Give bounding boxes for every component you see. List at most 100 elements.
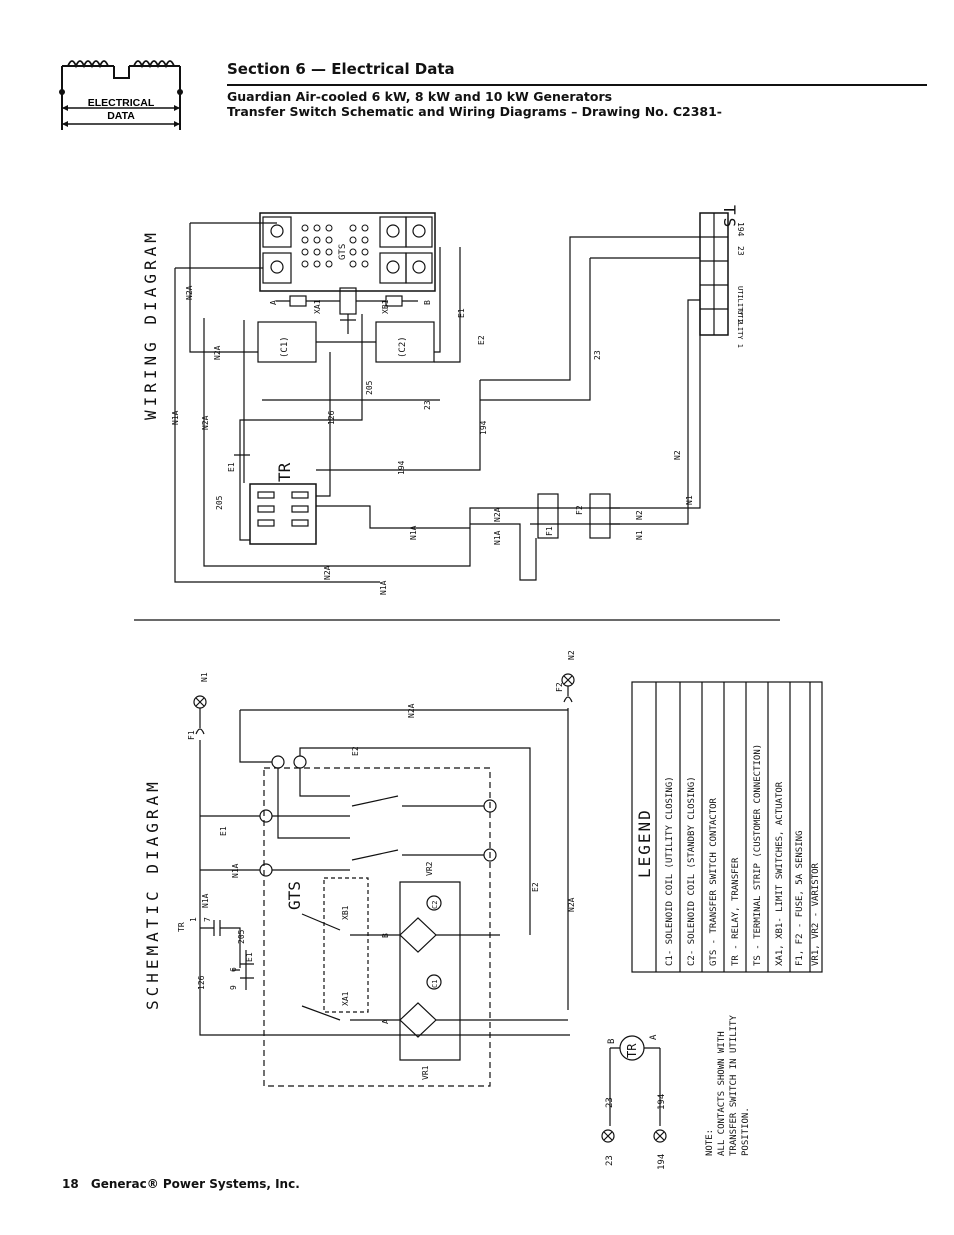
wire-label: N2A xyxy=(493,507,502,522)
note-line: ALL CONTACTS SHOWN WITH xyxy=(717,1031,727,1156)
schematic-title: SCHEMATIC DIAGRAM xyxy=(143,778,162,1010)
wire-label: N2A xyxy=(201,415,210,430)
logo-line1: ELECTRICAL xyxy=(88,97,155,109)
electrical-data-logo: ELECTRICAL DATA xyxy=(59,60,183,130)
tr-terminal-b: B xyxy=(607,1039,617,1044)
wire-label: N1 xyxy=(685,495,694,505)
wire-label: 205 xyxy=(365,380,374,395)
xb1-label: XB1 xyxy=(381,299,390,314)
coil-c2: (C2) xyxy=(398,336,408,358)
wiring-a-label: A xyxy=(269,300,278,305)
legend-item: XA1, XB1- LIMIT SWITCHES, ACTUATOR xyxy=(775,781,785,966)
schematic-label: 7 xyxy=(203,917,212,922)
wire-label: 194 xyxy=(479,420,488,435)
schematic-label: XA1 xyxy=(341,991,350,1006)
wire-label: N1A xyxy=(493,530,502,545)
wiring-b-label: B xyxy=(423,300,432,305)
wire-label: N2 xyxy=(673,450,682,460)
schematic-label: 6 xyxy=(229,967,238,972)
tr-term-194: 194 xyxy=(657,1154,667,1170)
note-line: POSITION. xyxy=(741,1107,751,1156)
schematic-label: C1 xyxy=(431,980,439,988)
schematic-label: 1 xyxy=(189,917,198,922)
wire-label: E2 xyxy=(477,335,486,345)
schematic-label: 126 xyxy=(197,975,206,990)
wire-label: 205 xyxy=(215,495,224,510)
wire-label: N1 xyxy=(635,530,644,540)
coil-c1: (C1) xyxy=(280,336,290,358)
schematic-label: N1A xyxy=(231,863,240,878)
legend-item: TR - RELAY, TRANSFER xyxy=(731,857,741,966)
wire-label: 23 xyxy=(423,400,432,410)
schematic-label: F1 xyxy=(187,730,196,740)
wiring-ts-label: TS xyxy=(720,205,739,230)
wire-label: N2A xyxy=(185,285,194,300)
schematic-label: B xyxy=(381,933,390,938)
schematic-label: A xyxy=(381,1019,390,1024)
page-footer: 18 Generac® Power Systems, Inc. xyxy=(62,1177,300,1191)
schematic-label: E2 xyxy=(531,882,540,892)
schematic-label: N1A xyxy=(201,893,210,908)
ts-row: 194 xyxy=(736,222,745,237)
ts-row: UTILITY 1 xyxy=(736,310,744,348)
legend-item: F1, F2 - FUSE, 5A SENSING xyxy=(795,831,805,966)
legend-item: GTS - TRANSFER SWITCH CONTACTOR xyxy=(709,797,719,966)
wire-label: 194 xyxy=(397,460,406,475)
fuse-f2-label: F2 xyxy=(575,505,584,515)
schematic-label: E1 xyxy=(245,952,254,962)
wire-label: E1 xyxy=(227,462,236,472)
tr-wire-23: 23 xyxy=(605,1097,615,1108)
xa1-label: XA1 xyxy=(313,299,322,314)
tr-wire-194: 194 xyxy=(657,1094,667,1110)
subtitle-drawing: Transfer Switch Schematic and Wiring Dia… xyxy=(227,104,722,119)
schematic-label: N2A xyxy=(567,897,576,912)
schematic-label: N1 xyxy=(200,672,209,682)
schematic-label: 205 xyxy=(237,929,246,944)
ts-row: UTILITY 2 xyxy=(736,286,744,324)
schematic-gts-label: GTS xyxy=(285,881,304,910)
schematic-label: N2A xyxy=(407,703,416,718)
schematic-label: VR2 xyxy=(425,861,434,876)
schematic-label: C2 xyxy=(431,901,439,909)
wire-label: N2 xyxy=(635,510,644,520)
tr-coil-label: TR xyxy=(625,1043,639,1058)
wiring-tr-label: TR xyxy=(275,462,294,482)
tr-term-23: 23 xyxy=(605,1155,615,1166)
legend-item: TS - TERMINAL STRIP (CUSTOMER CONNECTION… xyxy=(753,744,763,966)
note-line: NOTE: xyxy=(705,1129,715,1156)
wire-label: 23 xyxy=(593,350,602,360)
schematic-label: 9 xyxy=(229,985,238,990)
wire-label: N2A xyxy=(213,345,222,360)
schematic-label: TR xyxy=(177,922,186,932)
tr-terminal-a: A xyxy=(649,1034,659,1040)
wire-label: E1 xyxy=(457,308,466,318)
note-line: TRANSFER SWITCH IN UTILITY xyxy=(729,1015,739,1156)
schematic-label: VR1 xyxy=(421,1065,430,1080)
schematic-label: N2 xyxy=(567,650,576,660)
wire-label: 126 xyxy=(327,410,336,425)
schematic-label: E2 xyxy=(351,746,360,756)
wire-label: N2A xyxy=(323,565,332,580)
legend-item: C1- SOLENOID COIL (UTILITY CLOSING) xyxy=(665,776,675,966)
wire-label: N1A xyxy=(409,525,418,540)
wire-label: N1A xyxy=(171,410,180,425)
schematic-label: F2 xyxy=(555,682,564,692)
logo-line2: DATA xyxy=(107,110,135,122)
schematic-label: E1 xyxy=(219,826,228,836)
section-title: Section 6 — Electrical Data xyxy=(227,60,455,78)
fuse-f1-label: F1 xyxy=(545,526,554,536)
wiring-title: WIRING DIAGRAM xyxy=(141,229,160,420)
header-rule xyxy=(227,84,927,86)
wire-label: N1A xyxy=(379,580,388,595)
schematic-label: XB1 xyxy=(341,905,350,920)
legend-title: LEGEND xyxy=(635,808,654,878)
ts-row: 23 xyxy=(736,246,745,256)
company-name: Generac® Power Systems, Inc. xyxy=(90,1177,300,1191)
legend-item: VR1, VR2 - VARISTOR xyxy=(811,862,821,966)
section-header: Section 6 — Electrical Data xyxy=(227,60,927,84)
page-number: 18 xyxy=(62,1177,79,1191)
wiring-gts-label: GTS xyxy=(338,244,348,260)
legend-item: C2- SOLENOID COIL (STANDBY CLOSING) xyxy=(687,776,697,966)
subtitle-generators: Guardian Air-cooled 6 kW, 8 kW and 10 kW… xyxy=(227,89,613,104)
